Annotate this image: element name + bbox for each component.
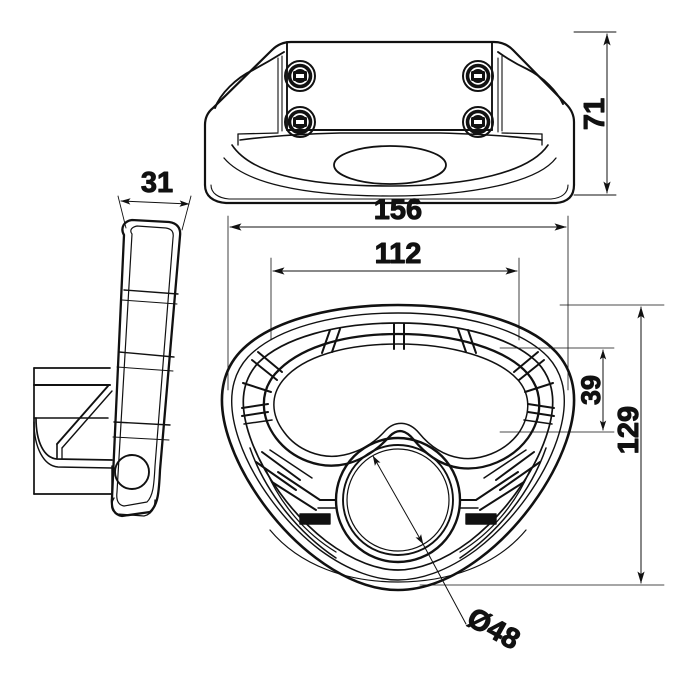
dim-label-129: 129 (613, 406, 645, 454)
dimension-height-129: 129 (419, 304, 665, 586)
front-elevation-view (203, 40, 576, 205)
side-joint-3b (112, 436, 170, 441)
plan-rib-group-upper-right (513, 351, 554, 393)
side-foot-tail (111, 497, 156, 517)
dimension-width-156: 156 (227, 194, 569, 391)
plan-rib-ul-a (257, 351, 283, 373)
plan-rib-lr-d (475, 471, 519, 501)
plan-rib-lm-a (241, 403, 269, 409)
plan-web-right-band (459, 447, 547, 559)
plan-rib-ll-e (271, 481, 317, 511)
ext-line-31-right (181, 195, 192, 231)
plan-rib-ur-a (513, 351, 539, 373)
side-joint-2b (116, 366, 174, 372)
plan-rib-ll-d (277, 471, 321, 501)
leader-line-diameter-48 (422, 543, 467, 625)
plan-rib-rm-c (523, 419, 553, 425)
side-wedge-bowl (35, 417, 113, 461)
side-lug-hole (114, 454, 150, 490)
dimension-width-31: 31 (117, 167, 192, 231)
dim-label-112: 112 (375, 238, 422, 270)
plan-rib-lm-c (243, 419, 273, 425)
plan-rib-lr-c (483, 449, 527, 479)
plan-outer-shell-rim (242, 322, 554, 571)
dim-label-156: 156 (374, 194, 422, 226)
plan-notch-tab-right (465, 513, 497, 525)
dim-label-31: 31 (141, 167, 173, 199)
plan-bottom-inner-arc (269, 529, 527, 583)
front-ledge-right (501, 132, 543, 135)
front-left-shoulder (214, 51, 285, 109)
front-skirt-inner (210, 184, 569, 200)
hex-socket-screw-upper-right (462, 60, 494, 92)
plan-rib-ul-b (251, 359, 278, 381)
front-belly-curve-outer (223, 157, 557, 197)
plan-rib-t3-b (467, 329, 477, 354)
plan-rib-ul-c (242, 382, 272, 393)
dim-label-71: 71 (579, 98, 611, 130)
front-skirt-outline (203, 183, 576, 205)
plan-rib-ll-b (255, 461, 297, 491)
dim-line-diameter-48 (372, 455, 424, 545)
plan-rib-t3-a (457, 328, 467, 353)
plan-outer-shell (220, 303, 576, 592)
front-right-shoulder (497, 51, 564, 105)
front-body-outline (203, 40, 576, 187)
plan-rib-group-top (321, 323, 477, 354)
hex-socket-screw-upper-left (284, 60, 316, 92)
side-joint-3 (113, 421, 171, 426)
plan-rib-group-lower-left (255, 449, 321, 511)
side-profile-view (33, 218, 182, 518)
side-joint-1b (121, 299, 178, 305)
plan-rib-lr-b (499, 461, 541, 491)
front-center-boss-ellipse (333, 145, 447, 185)
bottom-plan-view (220, 303, 576, 592)
plan-web-left-band (249, 447, 337, 559)
side-wedge-upper (56, 385, 109, 445)
plan-rib-group-upper-left (242, 351, 283, 393)
plan-rib-group-lower-right (475, 449, 541, 511)
plan-rib-lr-e (479, 481, 525, 511)
hex-socket-screw-lower-right (462, 106, 494, 138)
plan-rib-group-right-mid (523, 403, 555, 425)
plan-rib-ll-a (261, 451, 301, 481)
plan-rib-rm-a (527, 403, 555, 409)
side-wedge-lower (61, 390, 113, 449)
plan-rib-t1-b (331, 328, 341, 353)
dim-label-39: 39 (576, 375, 606, 405)
plan-center-bore-inner2 (346, 448, 450, 552)
dim-line-31 (120, 198, 190, 207)
plan-notch-tab-left (299, 513, 331, 525)
side-joint-2 (118, 351, 175, 358)
plan-rib-t1-a (321, 329, 331, 354)
plan-rib-lm-b (241, 411, 269, 417)
side-arm-inner-face (116, 225, 174, 507)
side-joint-1 (123, 289, 179, 295)
hex-socket-screw-lower-left (284, 106, 316, 138)
plan-rib-ur-c (524, 382, 554, 393)
plan-web-right-band2 (459, 469, 531, 553)
plan-rib-rm-b (527, 411, 555, 417)
plan-rib-ll-c (269, 449, 313, 479)
front-inner-ledge-curve (239, 132, 543, 141)
plan-rib-lr-a (495, 451, 535, 481)
front-ledge-left (237, 132, 279, 135)
plan-web-left-band2 (265, 469, 337, 553)
plan-rib-group-left-mid (241, 403, 273, 425)
side-wedge-bowl-outer (33, 421, 113, 469)
dimension-height-39: 39 (499, 347, 615, 433)
plan-rib-ur-b (518, 359, 545, 381)
plan-outer-shell-inner (230, 312, 566, 581)
front-belly-curve (231, 144, 549, 187)
plan-kidney-pocket-inner (273, 343, 529, 460)
plan-center-bore-inner (342, 444, 454, 556)
ext-line-31-left (117, 195, 127, 229)
dimension-height-71: 71 (573, 31, 617, 196)
dimension-width-112: 112 (270, 238, 520, 341)
